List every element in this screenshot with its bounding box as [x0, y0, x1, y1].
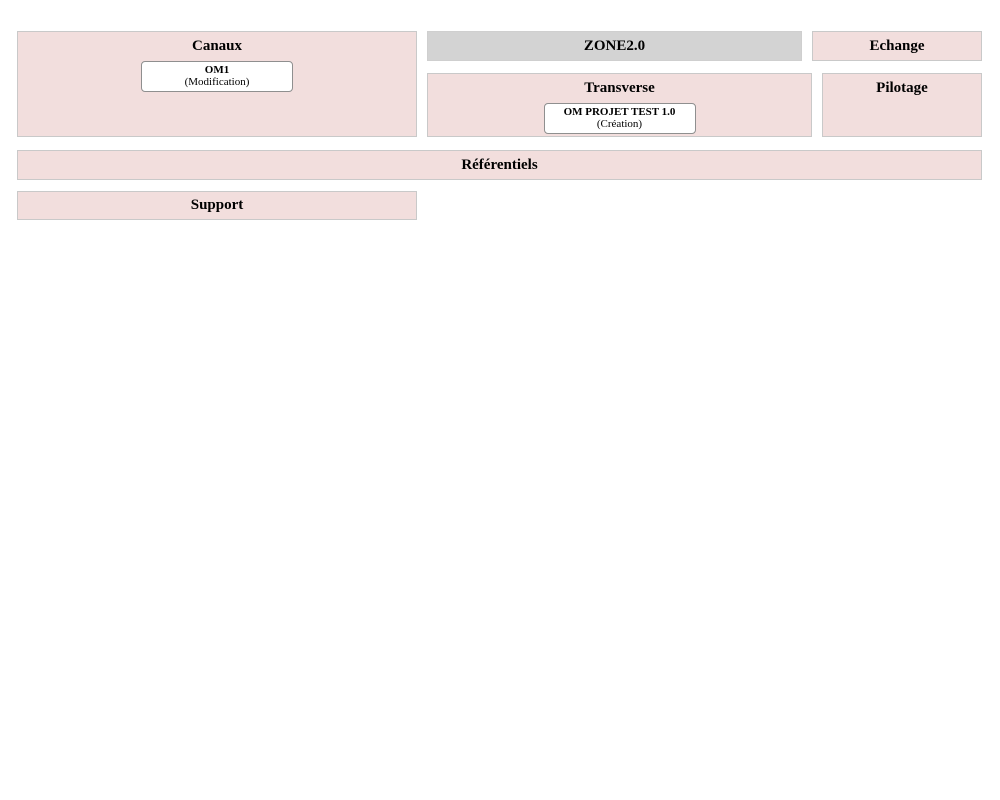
zone-pilotage-title: Pilotage: [876, 80, 928, 96]
card-om-projet-test[interactable]: OM PROJET TEST 1.0 (Création): [543, 103, 696, 134]
zone-pilotage: Pilotage: [822, 73, 982, 137]
zone-zone2-title: ZONE2.0: [583, 37, 646, 54]
zone-canaux: Canaux OM1 (Modification): [17, 31, 417, 137]
zone-transverse-title: Transverse: [584, 80, 655, 96]
zone-support-title: Support: [190, 197, 244, 213]
zone-canaux-title: Canaux: [191, 38, 243, 54]
zone-support: Support: [17, 191, 417, 220]
card-om-projet-test-name: OM PROJET TEST 1.0: [563, 106, 676, 118]
zone-referentiels: Référentiels: [17, 150, 982, 180]
zone-transverse: Transverse OM PROJET TEST 1.0 (Création): [427, 73, 812, 137]
zone-echange-title: Echange: [869, 37, 925, 54]
zone-echange: Echange: [812, 31, 982, 61]
card-om1-name: OM1: [204, 64, 230, 76]
card-om1[interactable]: OM1 (Modification): [141, 61, 293, 92]
card-om-projet-test-status: (Création): [596, 118, 643, 130]
zone-referentiels-title: Référentiels: [461, 156, 538, 173]
card-om1-status: (Modification): [184, 76, 250, 88]
zone-zone2: ZONE2.0: [427, 31, 802, 61]
